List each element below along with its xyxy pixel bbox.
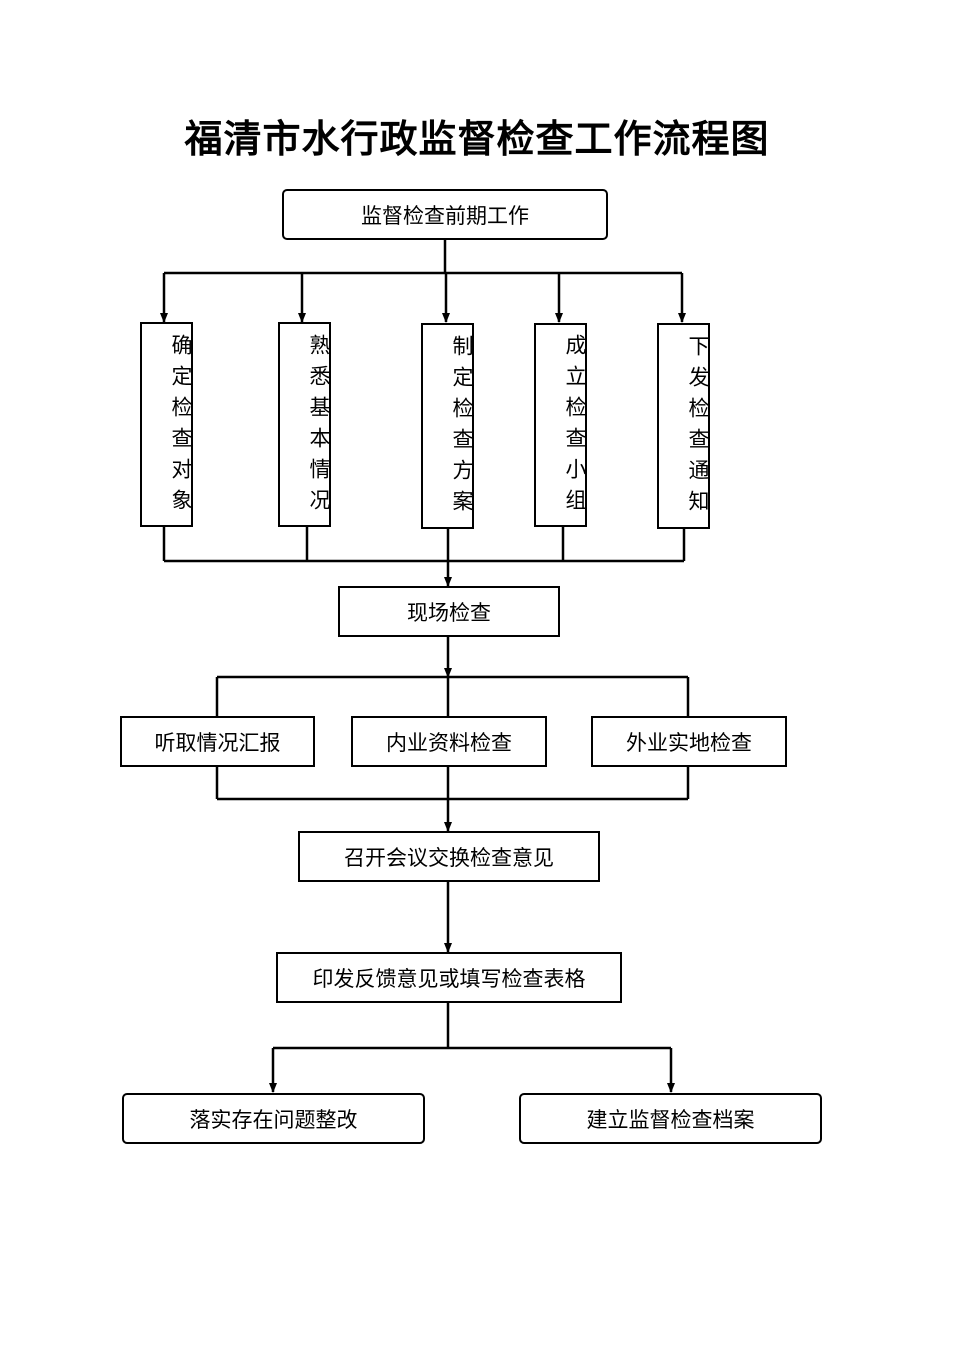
- onsite-task-2-box: 内业资料检查: [351, 716, 547, 767]
- meeting-box: 召开会议交换检查意见: [298, 831, 600, 882]
- prep-box: 监督检查前期工作: [282, 189, 608, 240]
- onsite-task-2-label: 内业资料检查: [386, 730, 512, 755]
- onsite-task-3-box: 外业实地检查: [591, 716, 787, 767]
- diagram-title: 福清市水行政监督检查工作流程图: [184, 116, 770, 161]
- prep-task-1-label: 确定检查对象: [169, 333, 193, 520]
- meeting-label: 召开会议交换检查意见: [344, 845, 554, 870]
- feedback-label: 印发反馈意见或填写检查表格: [312, 966, 586, 991]
- prep-label: 监督检查前期工作: [361, 203, 529, 228]
- prep-task-5-box: 下发检查通知: [657, 323, 710, 529]
- outcome-1-label: 落实存在问题整改: [189, 1107, 358, 1132]
- feedback-box: 印发反馈意见或填写检查表格: [276, 952, 622, 1003]
- prep-task-5-label: 下发检查通知: [686, 335, 710, 521]
- onsite-task-3-label: 外业实地检查: [626, 730, 752, 755]
- outcome-1-box: 落实存在问题整改: [122, 1093, 425, 1144]
- prep-task-2-box: 熟悉基本情况: [278, 322, 331, 527]
- outcome-2-box: 建立监督检查档案: [519, 1093, 822, 1144]
- onsite-task-1-box: 听取情况汇报: [120, 716, 315, 767]
- prep-task-1-box: 确定检查对象: [140, 322, 193, 527]
- onsite-box: 现场检查: [338, 586, 560, 637]
- onsite-task-1-label: 听取情况汇报: [154, 730, 281, 755]
- prep-task-2-label: 熟悉基本情况: [307, 333, 331, 520]
- prep-task-4-label: 成立检查小组: [563, 334, 587, 520]
- prep-task-3-label: 制定检查方案: [450, 335, 474, 521]
- outcome-2-label: 建立监督检查档案: [586, 1107, 755, 1132]
- prep-task-4-box: 成立检查小组: [534, 323, 587, 527]
- onsite-label: 现场检查: [407, 600, 491, 625]
- prep-task-3-box: 制定检查方案: [421, 323, 474, 529]
